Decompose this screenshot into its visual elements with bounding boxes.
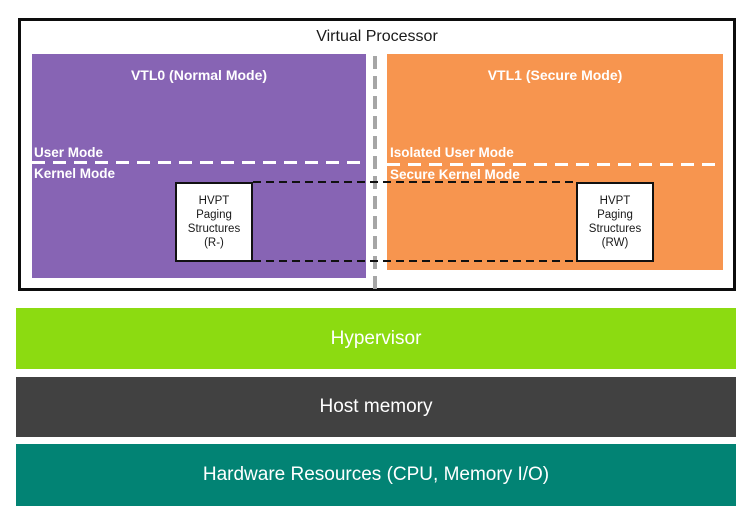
hardware-resources-layer-label: Hardware Resources (CPU, Memory I/O) bbox=[202, 464, 550, 485]
vtl0-title: VTL0 (Normal Mode) bbox=[130, 67, 268, 83]
hypervisor-layer-label: Hypervisor bbox=[330, 327, 422, 349]
vtl0-user-mode-label: User Mode bbox=[34, 145, 104, 160]
virtual-processor-title: Virtual Processor bbox=[316, 28, 438, 45]
vtl0-hvpt-paging-structures-box: HVPT Paging Structures (R-) bbox=[175, 182, 253, 262]
vtl0-mode-boundary-line bbox=[32, 161, 366, 164]
hvpt-connector-top-dashed-line bbox=[253, 181, 576, 183]
vtl1-region bbox=[387, 54, 723, 270]
hypervisor-layer-bar: Hypervisor bbox=[16, 308, 736, 369]
host-memory-layer-label: Host memory bbox=[319, 396, 433, 417]
host-memory-layer-bar: Host memory bbox=[16, 377, 736, 437]
vtl1-secure-kernel-mode-label: Secure Kernel Mode bbox=[390, 167, 520, 182]
vtl0-kernel-mode-label: Kernel Mode bbox=[34, 166, 116, 181]
hvpt-connector-bottom-dashed-line bbox=[253, 260, 576, 262]
hardware-resources-layer-bar: Hardware Resources (CPU, Memory I/O) bbox=[16, 444, 736, 506]
vtl1-mode-boundary-line bbox=[387, 163, 723, 166]
vtl1-isolated-user-mode-label: Isolated User Mode bbox=[390, 145, 514, 160]
vtl-divider-dashed-line bbox=[373, 56, 377, 290]
vtl1-hvpt-paging-structures-box: HVPT Paging Structures (RW) bbox=[576, 182, 654, 262]
vtl1-title: VTL1 (Secure Mode) bbox=[487, 67, 623, 83]
